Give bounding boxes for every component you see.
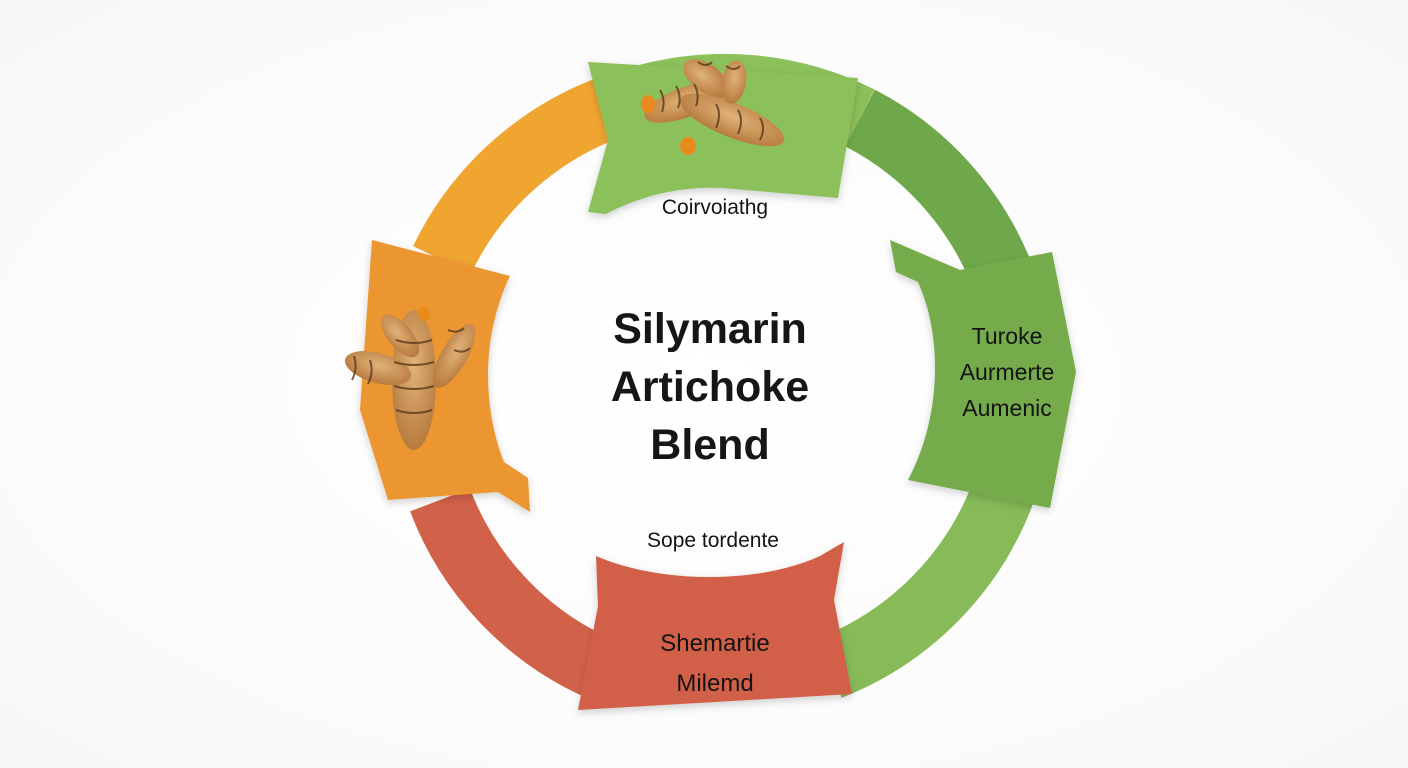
right-label-line-2: Aurmerte [959, 359, 1055, 385]
ring-segment-red [410, 488, 612, 698]
bottom-arrow-banner [578, 542, 852, 710]
top-arrow-banner [588, 62, 858, 214]
bottom-label-line-1: Shemartie [660, 630, 770, 657]
ring-segment-mid-green [817, 478, 1035, 698]
top-caption: Coirvoiathg [661, 196, 769, 219]
center-title-line-1: Silymarin [613, 305, 807, 353]
bottom-label-line-2: Milemd [676, 670, 754, 697]
center-title: Silymarin Artichoke Blend [560, 300, 860, 474]
right-label-line-3: Aumenic [962, 395, 1052, 421]
ring-segment-green [844, 89, 1030, 283]
right-arrow-banner [890, 240, 1076, 508]
center-title-line-3: Blend [650, 421, 770, 469]
right-banner-label: Turoke Aurmerte Aumenic [912, 318, 1102, 426]
turmeric-root-icon [344, 307, 476, 450]
bottom-caption: Sope tordente [647, 529, 779, 552]
turmeric-root-icon [641, 59, 785, 155]
bottom-banner-label: Shemartie Milemd [600, 624, 830, 704]
right-label-line-1: Turoke [971, 323, 1043, 349]
center-title-line-2: Artichoke [610, 363, 810, 411]
